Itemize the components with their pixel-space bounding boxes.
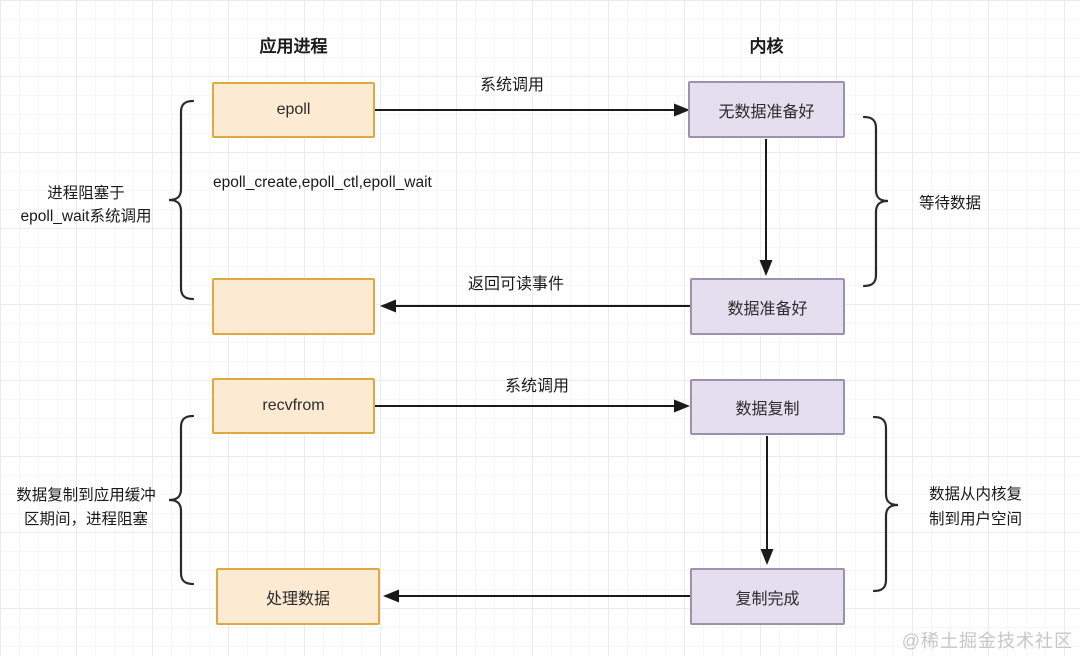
node-recvfrom-label: recvfrom	[262, 397, 325, 414]
node-copy-done-label: 复制完成	[735, 590, 800, 608]
app-process-header: 应用进程	[259, 37, 328, 56]
brace-left-bottom	[168, 414, 195, 586]
node-process-data: 处理数据	[216, 568, 380, 625]
brace-left-top-label: 进程阻塞于 epoll_wait系统调用	[0, 182, 172, 228]
node-data-ready-label: 数据准备好	[727, 300, 808, 318]
arrow-epoll-to-kernel	[375, 103, 690, 117]
node-no-data-ready: 无数据准备好	[688, 81, 845, 138]
label-return-readable: 返回可读事件	[467, 276, 564, 293]
brace-right-top	[862, 115, 889, 288]
node-copy-done: 复制完成	[690, 568, 845, 625]
brace-right-bottom-line1: 数据从内核复	[928, 486, 1022, 503]
node-data-copy: 数据复制	[690, 379, 845, 435]
node-data-copy-label: 数据复制	[735, 401, 800, 418]
arrow-recvfrom-to-kernel	[375, 399, 690, 413]
arrow-data-ready-return	[380, 299, 690, 313]
node-recvfrom: recvfrom	[212, 378, 375, 434]
kernel-header: 内核	[749, 37, 784, 56]
node-no-data-ready-label: 无数据准备好	[718, 103, 815, 121]
brace-right-top-line1: 等待数据	[918, 195, 981, 212]
label-epoll-calls: epoll_create,epoll_ctl,epoll_wait	[213, 174, 432, 191]
brace-right-top-label: 等待数据	[905, 192, 995, 215]
watermark: @稀土掘金技术社区	[901, 631, 1073, 651]
brace-right-bottom-line2: 制到用户空间	[928, 511, 1022, 528]
arrow-copy-done-return	[383, 589, 690, 603]
node-blocked-empty	[212, 278, 375, 335]
brace-right-bottom-label: 数据从内核复 制到用户空间	[918, 482, 1033, 532]
brace-right-bottom	[872, 415, 899, 593]
brace-left-top-line1: 进程阻塞于	[47, 185, 125, 202]
label-syscall-bottom: 系统调用	[504, 378, 569, 395]
node-epoll-label: epoll	[276, 101, 311, 118]
brace-left-top	[168, 99, 195, 301]
node-data-ready: 数据准备好	[690, 278, 845, 335]
arrow-wait-for-data	[759, 139, 773, 276]
brace-left-bottom-line1: 数据复制到应用缓冲	[16, 487, 156, 504]
brace-left-bottom-label: 数据复制到应用缓冲 区期间，进程阻塞	[0, 484, 172, 532]
label-syscall-top: 系统调用	[479, 77, 544, 94]
node-epoll: epoll	[212, 82, 375, 138]
arrow-copying-down	[760, 436, 774, 565]
node-process-data-label: 处理数据	[265, 590, 330, 608]
brace-left-bottom-line2: 区期间，进程阻塞	[23, 511, 148, 528]
brace-left-top-line2: epoll_wait系统调用	[20, 208, 152, 225]
